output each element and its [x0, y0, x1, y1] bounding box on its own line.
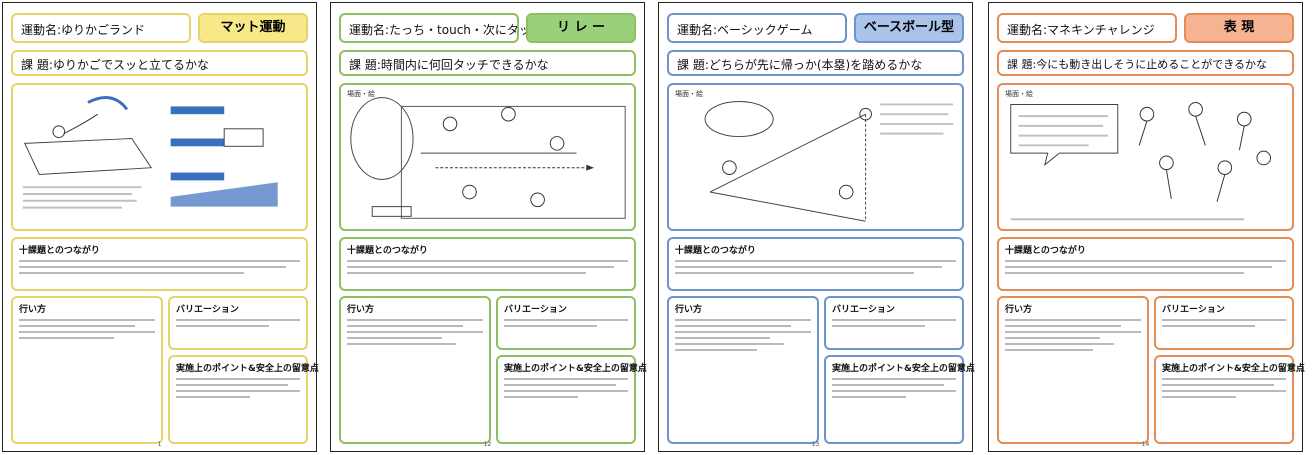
- page-number: 13: [811, 441, 820, 448]
- points-heading: 実施上のポイント&安全上の留意点: [504, 364, 647, 374]
- how-box: 行い方: [11, 296, 163, 444]
- theme-line: 課 題:今にも動き出しそうに止めることができるかな: [997, 50, 1294, 76]
- category-badge: マット運動: [198, 13, 308, 43]
- points-heading: 実施上のポイント&安全上の留意点: [176, 364, 319, 374]
- variation-box: バリエーション: [824, 296, 964, 350]
- variation-box: バリエーション: [1154, 296, 1294, 350]
- points-heading: 実施上のポイント&安全上の留意点: [1162, 364, 1305, 374]
- connection-heading: 十課題とのつながり: [19, 246, 100, 256]
- variation-heading: バリエーション: [1162, 305, 1225, 315]
- points-heading: 実施上のポイント&安全上の留意点: [832, 364, 975, 374]
- variation-heading: バリエーション: [176, 305, 239, 315]
- connection-box: 十課題とのつながり: [997, 237, 1294, 291]
- theme-line: 課 題:どちらが先に帰っか(本塁)を踏めるかな: [667, 50, 964, 76]
- category-badge: 表 現: [1184, 13, 1294, 43]
- illustration-label: 場面・絵: [675, 90, 703, 98]
- mat-illustration: [22, 96, 278, 209]
- connection-heading: 十課題とのつながり: [347, 246, 428, 256]
- how-box: 行い方: [997, 296, 1149, 444]
- baseball-illustration: [704, 101, 954, 222]
- variation-box: バリエーション: [168, 296, 308, 350]
- how-box: 行い方: [339, 296, 491, 444]
- category-badge: ベースボール型: [854, 13, 964, 43]
- page-number: 1: [157, 441, 162, 448]
- points-box: 実施上のポイント&安全上の留意点: [496, 355, 647, 444]
- points-box: 実施上のポイント&安全上の留意点: [824, 355, 975, 444]
- how-heading: 行い方: [19, 305, 47, 315]
- variation-heading: バリエーション: [832, 305, 895, 315]
- relay-illustration: [350, 97, 626, 219]
- exercise-title: 運動名:ベーシックゲーム: [667, 13, 847, 43]
- illustration-area: 場面・絵: [339, 83, 636, 231]
- exercise-title: 運動名:ゆりかごランド: [11, 13, 191, 43]
- connection-box: 十課題とのつながり: [11, 237, 308, 291]
- theme-line: 課 題:時間内に何回タッチできるかな: [339, 50, 636, 76]
- page-number: 12: [483, 441, 492, 448]
- connection-box: 十課題とのつながり: [339, 237, 636, 291]
- connection-box: 十課題とのつながり: [667, 237, 964, 291]
- category-badge: リ レ ー: [526, 13, 636, 43]
- variation-box: バリエーション: [496, 296, 636, 350]
- exercise-title: 運動名:マネキンチャレンジ: [997, 13, 1177, 43]
- exercise-title: 運動名:たっち・touch・次にタッチ: [339, 13, 543, 43]
- points-box: 実施上のポイント&安全上の留意点: [168, 355, 319, 444]
- mannequin-illustration: [1010, 102, 1272, 221]
- sheet-yurikago: 運動名:ゆりかごランド マット運動 課 題:ゆりかごでスッと立てるかな 十課題と…: [2, 2, 319, 452]
- theme-line: 課 題:ゆりかごでスッと立てるかな: [11, 50, 308, 76]
- points-box: 実施上のポイント&安全上の留意点: [1154, 355, 1305, 444]
- connection-heading: 十課題とのつながり: [675, 246, 756, 256]
- sheet-basic-game: 運動名:ベーシックゲーム ベースボール型 課 題:どちらが先に帰っか(本塁)を踏…: [658, 2, 975, 452]
- how-box: 行い方: [667, 296, 819, 444]
- page-number: 14: [1141, 441, 1150, 448]
- illustration-label: 場面・絵: [1005, 90, 1033, 98]
- how-heading: 行い方: [1005, 305, 1033, 315]
- how-heading: 行い方: [675, 305, 703, 315]
- connection-heading: 十課題とのつながり: [1005, 246, 1086, 256]
- sheet-mannequin: 運動名:マネキンチャレンジ 表 現 課 題:今にも動き出しそうに止めることができ…: [988, 2, 1305, 452]
- sheet-touch-relay: 運動名:たっち・touch・次にタッチ リ レ ー 課 題:時間内に何回タッチで…: [330, 2, 647, 452]
- how-heading: 行い方: [347, 305, 375, 315]
- illustration-area: 場面・絵: [997, 83, 1294, 231]
- illustration-label: 場面・絵: [347, 90, 375, 98]
- illustration-area: [11, 83, 308, 231]
- illustration-area: 場面・絵: [667, 83, 964, 231]
- variation-heading: バリエーション: [504, 305, 567, 315]
